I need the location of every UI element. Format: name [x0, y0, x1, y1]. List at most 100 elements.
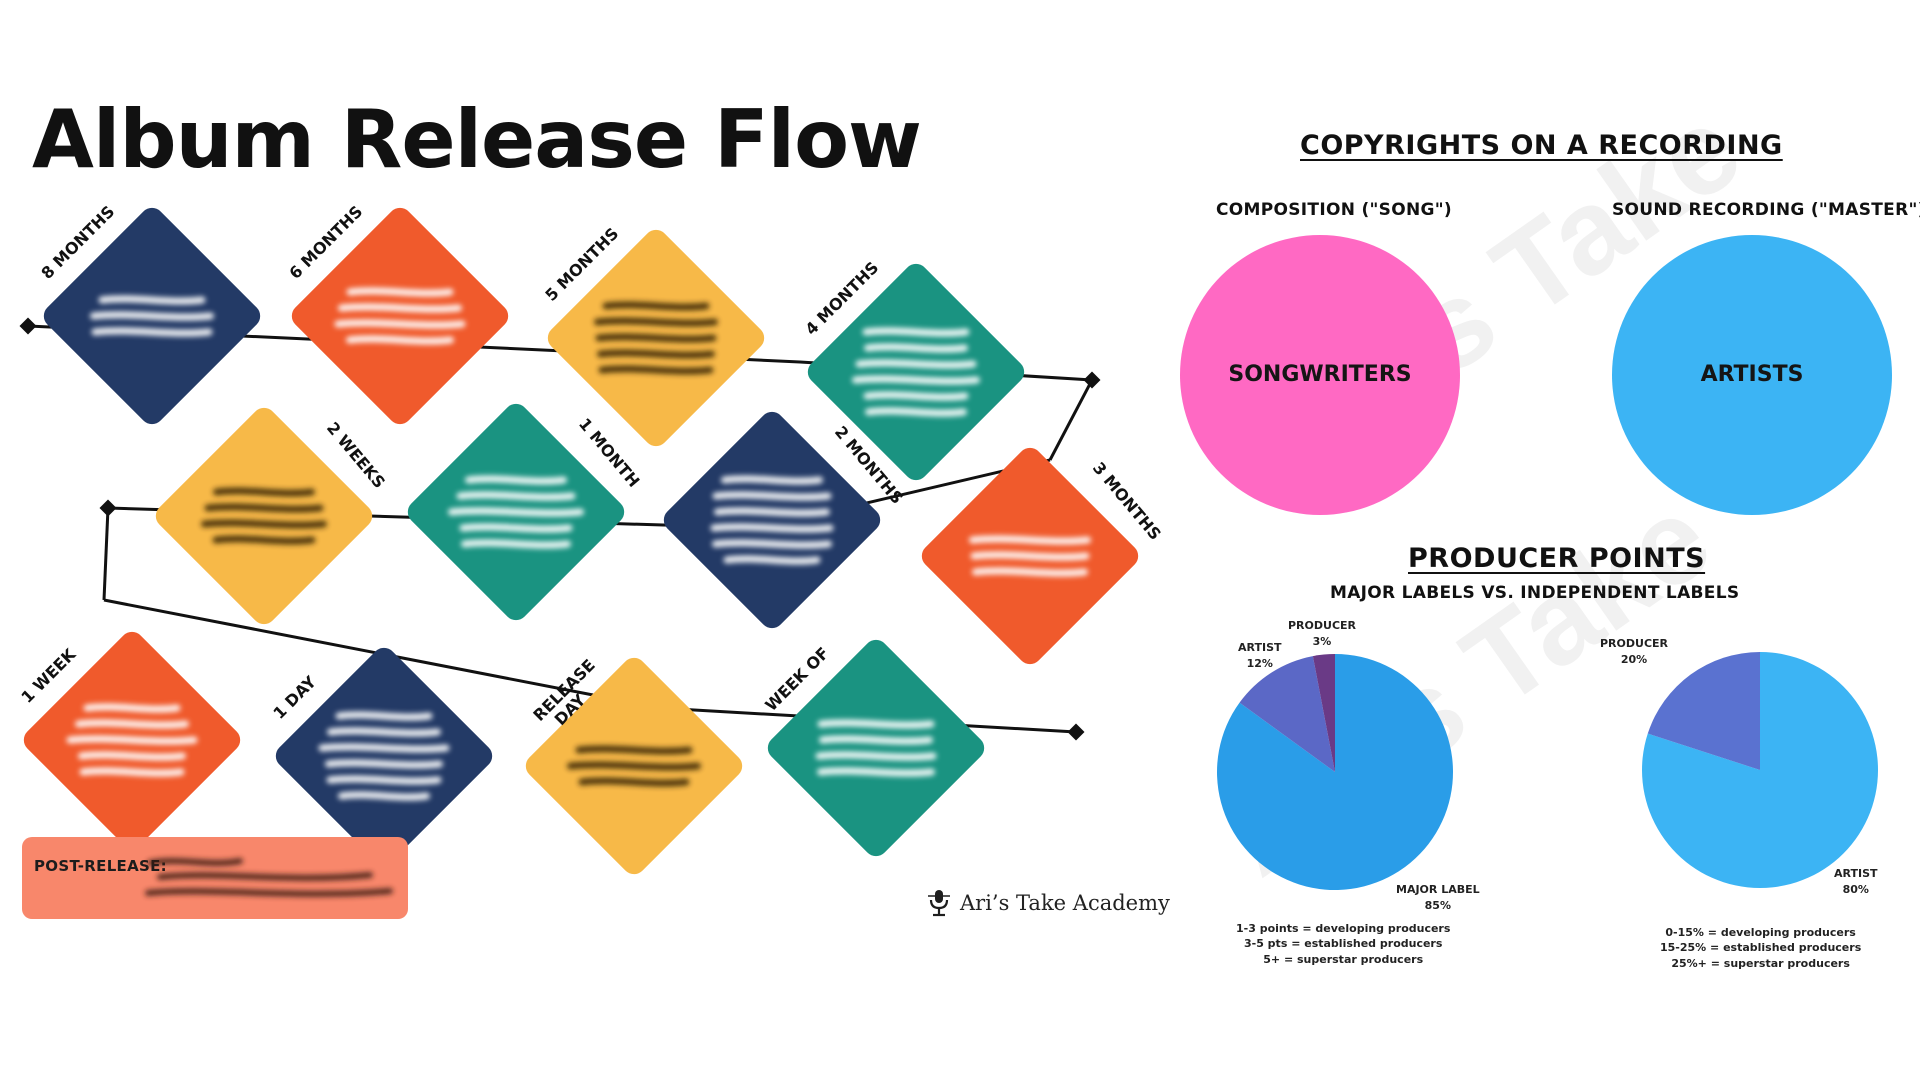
major-label-label-value: 85% — [1424, 898, 1451, 912]
redacted-line — [723, 555, 821, 565]
redacted-line — [90, 311, 214, 321]
timeline-step-2-months: 2 MONTHS — [663, 411, 907, 629]
redacted-line — [83, 703, 181, 713]
independent-label-pie — [1642, 652, 1879, 888]
major-artist-label-name: ARTIST — [1238, 641, 1282, 654]
major-notes: 1-3 points = developing producers 3-5 pt… — [1236, 921, 1450, 967]
indie-notes: 0-15% = developing producers 15-25% = es… — [1660, 925, 1861, 971]
redacted-line — [75, 719, 189, 729]
major-label-label: MAJOR LABEL 85% — [1396, 882, 1480, 914]
timeline-step-8-months: 8 MONTHS — [37, 202, 261, 425]
microphone-icon — [928, 890, 950, 917]
redacted-line — [602, 301, 710, 311]
timeline-step-3-months: 3 MONTHS — [921, 447, 1165, 665]
timeline-step-1-week: 1 WEEK — [17, 631, 241, 849]
timeline-step-release-day: RELEASEDAY — [525, 655, 743, 875]
connector-line-right — [1048, 379, 1094, 461]
redacted-line — [338, 303, 462, 313]
composition-subtitle: COMPOSITION ("SONG") — [1216, 200, 1452, 220]
indie-note-1: 0-15% = developing producers — [1665, 926, 1856, 939]
major-note-2: 3-5 pts = established producers — [1243, 937, 1443, 951]
indie-artist-label-value: 80% — [1842, 882, 1869, 896]
redacted-text-2-months — [710, 475, 834, 565]
artists-circle — [1612, 235, 1892, 515]
redacted-line — [864, 343, 968, 353]
timeline-step-1-month: 1 MONTH — [407, 403, 643, 621]
redacted-line — [594, 317, 718, 327]
redacted-text-4-months — [852, 327, 980, 417]
redacted-text-6-months — [334, 287, 466, 345]
pie-slice-producer — [1647, 652, 1760, 770]
redacted-line — [862, 327, 970, 337]
redacted-line — [597, 349, 715, 359]
brand: Ari’s Take Academy — [926, 888, 1170, 918]
pie-slice-artist — [1239, 656, 1335, 772]
songwriters-label: SONGWRITERS — [1228, 362, 1411, 387]
indie-note-3: 25%+ = superstar producers — [1671, 956, 1850, 970]
redacted-line — [338, 791, 430, 801]
indie-producer-label-value: 20% — [1620, 652, 1648, 666]
redacted-line — [575, 745, 693, 755]
redacted-text-week-of — [815, 719, 937, 777]
redacted-line — [855, 359, 977, 369]
diamond-1-day — [275, 647, 493, 865]
major-note-3: 5+ = superstar producers — [1263, 952, 1424, 966]
redacted-line — [863, 391, 969, 401]
timeline-step-6-months: 6 MONTHS — [285, 202, 509, 425]
redacted-line — [970, 551, 1090, 561]
redacted-text-8-months — [90, 295, 214, 337]
redacted-line — [712, 539, 832, 549]
indie-artist-label: ARTIST 80% — [1834, 866, 1878, 898]
indie-note-2: 15-25% = established producers — [1660, 941, 1862, 955]
redacted-line — [461, 539, 571, 549]
redacted-line — [721, 475, 823, 485]
redacted-line — [318, 743, 450, 753]
copyright-circles: SONGWRITERS ARTISTS — [1180, 235, 1892, 515]
redacted-text-3-months — [969, 535, 1091, 577]
redacted-line — [598, 365, 714, 375]
redacted-line — [465, 475, 567, 485]
major-producer-label-value: 3% — [1312, 634, 1332, 648]
page-title: Album Release Flow — [32, 93, 922, 186]
redacted-line — [79, 767, 185, 777]
timeline-step-5-months: 5 MONTHS — [541, 224, 765, 447]
major-note-1: 1-3 points = developing producers — [1236, 922, 1451, 935]
diamond-4-months — [807, 263, 1025, 481]
redacted-line — [710, 523, 834, 533]
pie-slice-producer — [1312, 654, 1335, 772]
major-artist-label-value: 12% — [1246, 656, 1273, 670]
redacted-line — [98, 295, 206, 305]
timeline-step-1-day: 1 DAY — [269, 647, 493, 865]
redacted-line — [456, 491, 576, 501]
redacted-line — [448, 507, 584, 517]
major-label-label-name: MAJOR LABEL — [1396, 883, 1480, 896]
redacted-line — [346, 287, 454, 297]
redacted-line — [327, 727, 441, 737]
redacted-line — [819, 735, 933, 745]
redacted-line — [201, 519, 327, 529]
redacted-line — [714, 507, 830, 517]
redacted-line — [578, 777, 690, 787]
indie-producer-label: PRODUCER 20% — [1600, 636, 1668, 668]
endpoint-start — [19, 317, 37, 335]
pie-slice-major-label — [1217, 653, 1454, 890]
redacted-text-1-month — [448, 475, 584, 549]
producer-points-subtitle: MAJOR LABELS VS. INDEPENDENT LABELS — [1330, 583, 1740, 603]
redacted-line — [335, 711, 433, 721]
copyrights-title: COPYRIGHTS ON A RECORDING — [1300, 130, 1783, 161]
redacted-line — [66, 735, 198, 745]
redacted-line — [334, 319, 466, 329]
redacted-line — [567, 761, 701, 771]
redacted-line — [213, 487, 315, 497]
redacted-line — [865, 407, 967, 417]
redacted-line — [595, 333, 717, 343]
redacted-text-5-months — [594, 301, 718, 375]
diamond-2-weeks — [155, 407, 373, 625]
artists-label: ARTISTS — [1701, 362, 1804, 387]
redacted-text-release-day — [567, 745, 701, 787]
redacted-line — [204, 503, 324, 513]
timeline-step-4-months: 4 MONTHS — [801, 258, 1025, 481]
songwriters-circle — [1180, 235, 1460, 515]
redacted-text-1-week — [66, 703, 198, 777]
